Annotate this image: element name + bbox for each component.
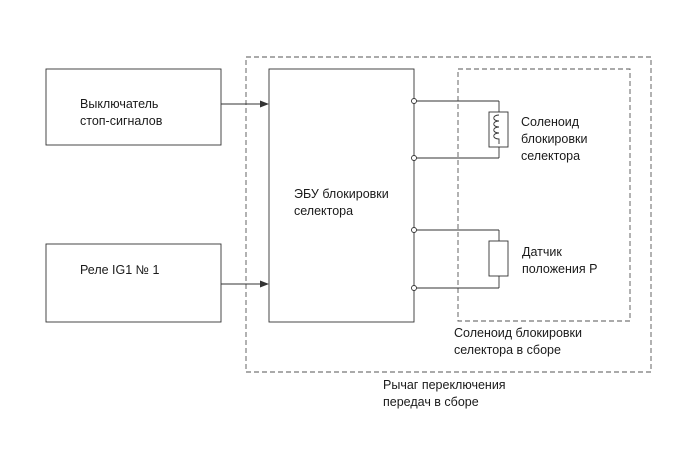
- ig1-signal-arrow: [221, 280, 269, 288]
- p-sensor-label-line2: положения P: [522, 262, 597, 276]
- ecu-terminal-sensor-b: [411, 285, 417, 291]
- ecu-terminal-solenoid-a: [411, 98, 417, 104]
- shift-lever-assembly-boundary: [245, 56, 652, 373]
- ecu-label-line1: ЭБУ блокировки: [294, 187, 389, 201]
- solenoid-coil-symbol: [488, 111, 509, 148]
- p-sensor-symbol: [488, 240, 509, 277]
- shift-lever-assembly-label-line1: Рычаг переключения: [383, 378, 506, 392]
- ecu-terminal-sensor-a: [411, 227, 417, 233]
- solenoid-assembly-label-line2: селектора в сборе: [454, 343, 561, 357]
- solenoid-assembly-label-line1: Соленоид блокировки: [454, 326, 582, 340]
- ecu-terminal-solenoid-b: [411, 155, 417, 161]
- ig1-relay-label: Реле IG1 № 1: [80, 263, 160, 277]
- solenoid-circuit: [414, 100, 500, 159]
- ecu-label-line2: селектора: [294, 204, 353, 218]
- p-sensor-label-line1: Датчик: [522, 245, 562, 259]
- solenoid-label-line3: селектора: [521, 149, 580, 163]
- shift-lever-assembly-label-line2: передач в сборе: [383, 395, 479, 409]
- solenoid-label-line2: блокировки: [521, 132, 587, 146]
- p-sensor-circuit: [414, 229, 500, 289]
- brake-switch-label-line1: Выключатель: [80, 97, 158, 111]
- solenoid-assembly-boundary: [457, 68, 631, 322]
- brake-switch-label-line2: стоп-сигналов: [80, 114, 163, 128]
- brake-switch-block: Выключатель стоп-сигналов: [45, 68, 222, 146]
- ecu-block: ЭБУ блокировки селектора: [268, 68, 415, 323]
- ig1-relay-block: Реле IG1 № 1: [45, 243, 222, 323]
- brake-switch-signal-arrow: [221, 100, 269, 108]
- solenoid-label-line1: Соленоид: [521, 115, 580, 129]
